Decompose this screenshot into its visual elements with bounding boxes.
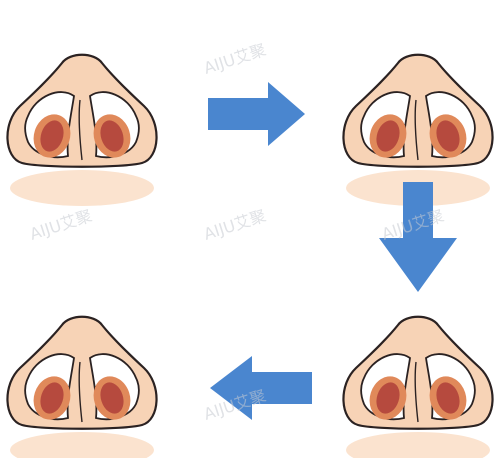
arrow-left-icon xyxy=(210,356,312,420)
nose-stage-4 xyxy=(6,315,158,458)
watermark-text: AIJU艾聚 xyxy=(27,206,94,244)
watermark-text: AIJU艾聚 xyxy=(201,40,268,78)
watermark-text: AIJU艾聚 xyxy=(201,206,268,244)
arrow-down-icon xyxy=(379,182,457,292)
arrow-right-icon xyxy=(208,82,305,146)
nose-stage-3 xyxy=(342,315,494,458)
nose-stage-1 xyxy=(6,53,158,208)
